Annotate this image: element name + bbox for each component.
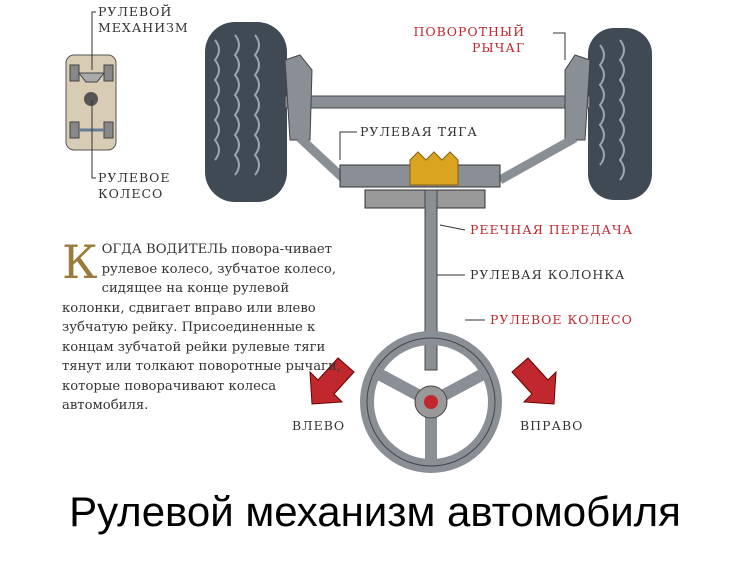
label-rack-pinion: РЕЕЧНАЯ ПЕРЕДАЧА — [470, 222, 634, 237]
left-arrow-icon — [309, 357, 355, 405]
label-tie-rod: РУЛЕВАЯ ТЯГА — [360, 124, 478, 139]
steering-wheel — [360, 331, 502, 473]
left-wheel — [205, 22, 287, 202]
left-pivot-arm — [284, 54, 313, 141]
label-left: ВЛЕВО — [292, 418, 346, 433]
right-wheel — [588, 28, 652, 200]
right-arrow-icon — [511, 357, 557, 405]
right-tie-rod — [497, 134, 578, 184]
steering-column — [424, 189, 438, 371]
right-pivot-arm — [564, 54, 591, 141]
label-steering-column: РУЛЕВАЯ КОЛОНКА — [470, 267, 626, 282]
mini-car-icon — [65, 11, 117, 179]
axle — [284, 95, 591, 109]
left-tie-rod — [296, 134, 349, 184]
label-steering-wheel: РУЛЕВОЕ КОЛЕСО — [490, 312, 633, 327]
drop-cap: К — [62, 235, 98, 289]
label-right: ВПРАВО — [520, 418, 584, 433]
steering-rack — [339, 151, 501, 209]
page-title: Рулевой механизм автомобиля — [69, 488, 681, 535]
